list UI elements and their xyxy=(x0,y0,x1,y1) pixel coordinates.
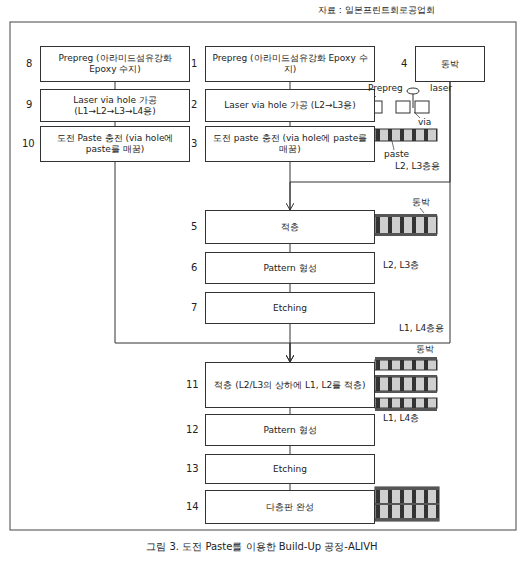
process-box: Pattern 형성 xyxy=(205,252,375,284)
step-text: Prepreg (아라미드섬유강화 Epoxy 수지) xyxy=(47,53,183,75)
figure-frame xyxy=(10,22,516,530)
callout-number: 10 xyxy=(22,138,35,149)
process-box: 도전 Paste 충전 (via hole에 paste를 매꿈) xyxy=(40,126,190,162)
process-box: Pattern 형성 xyxy=(205,414,375,446)
step-text: Pattern 형성 xyxy=(263,425,316,436)
process-box: 도전 paste 충전 (via hole에 paste를 매꿈) xyxy=(205,126,375,162)
process-box: Etching xyxy=(205,454,375,484)
material-box: 동박 xyxy=(415,46,485,82)
step-text: Pattern 형성 xyxy=(263,263,316,274)
step-text: Prepreg (아라미드섬유강화 Epoxy 수지) xyxy=(212,53,368,75)
flow-connector xyxy=(290,284,291,292)
callout-number: 1 xyxy=(191,58,197,69)
part-label: laser xyxy=(430,84,452,94)
result-box: 다층판 완성 xyxy=(205,490,375,524)
source-note: 자료 : 일본프린트회로공업회 xyxy=(318,6,435,16)
material-box: Prepreg (아라미드섬유강화 Epoxy 수지) xyxy=(205,46,375,82)
process-box: Etching xyxy=(205,292,375,324)
part-label: 동박 xyxy=(416,345,434,355)
laminated-core xyxy=(375,208,437,236)
build-up-stack xyxy=(375,357,437,411)
step-text: Etching xyxy=(273,464,307,475)
part-label: Prepreg xyxy=(368,84,403,94)
part-label: L2, L3층 xyxy=(383,261,419,271)
callout-number: 2 xyxy=(191,99,197,110)
callout-number: 3 xyxy=(191,138,197,149)
flow-connector xyxy=(115,82,116,89)
flow-connector xyxy=(290,82,291,89)
part-label: L2, L3층용 xyxy=(394,162,441,172)
process-box: 적층 xyxy=(205,210,375,244)
step-text: 적층 xyxy=(281,222,299,233)
process-box: 적층 (L2/L3의 상하에 L1, L2를 적층) xyxy=(205,362,375,408)
callout-number: 5 xyxy=(191,221,197,232)
callout-number: 11 xyxy=(186,379,199,390)
callout-number: 4 xyxy=(401,58,407,69)
part-label: paste xyxy=(384,150,409,160)
flow-connector xyxy=(290,446,291,454)
step-text: Laser via hole 가공 (L1→L2→L3→L4용) xyxy=(47,95,183,117)
part-label: via xyxy=(418,118,431,128)
part-label: L1, L4층용 xyxy=(398,324,445,334)
multilayer-board xyxy=(375,487,439,521)
callout-number: 14 xyxy=(186,501,199,512)
step-text: Etching xyxy=(273,303,307,314)
step-text: 도전 paste 충전 (via hole에 paste를 매꿈) xyxy=(212,133,368,155)
step-text: Laser via hole 가공 (L2→L3용) xyxy=(224,100,356,111)
callout-number: 6 xyxy=(191,262,197,273)
callout-number: 13 xyxy=(186,463,199,474)
step-text: 적층 (L2/L3의 상하에 L1, L2를 적층) xyxy=(214,380,365,391)
part-label: 동박 xyxy=(412,198,430,208)
material-box: Prepreg (아라미드섬유강화 Epoxy 수지) xyxy=(40,46,190,82)
process-box: Laser via hole 가공 (L2→L3용) xyxy=(205,89,375,122)
figure-caption: 그림 3. 도전 Paste를 이용한 Build-Up 공정-ALIVH xyxy=(0,540,524,554)
callout-number: 8 xyxy=(26,58,32,69)
step-text: 도전 Paste 충전 (via hole에 paste를 매꿈) xyxy=(47,133,183,155)
callout-number: 12 xyxy=(186,424,199,435)
callout-number: 7 xyxy=(191,302,197,313)
flow-connector xyxy=(290,244,291,252)
step-text: 동박 xyxy=(441,59,459,70)
paste-filled-prepreg xyxy=(375,129,437,150)
part-label: L1, L4층 xyxy=(383,414,419,424)
callout-number: 9 xyxy=(26,99,32,110)
process-box: Laser via hole 가공 (L1→L2→L3→L4용) xyxy=(40,89,190,122)
step-text: 다층판 완성 xyxy=(266,502,314,513)
